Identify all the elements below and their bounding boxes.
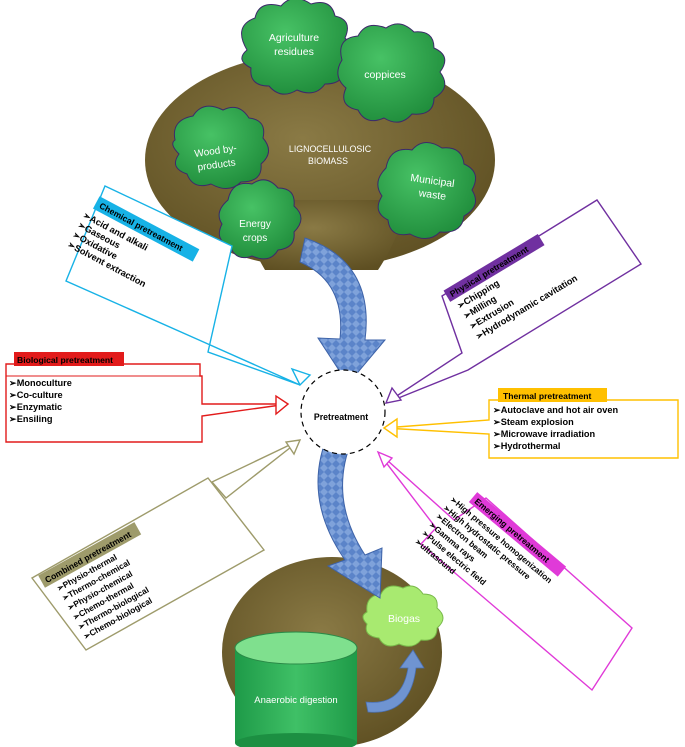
flow-arrow-pretreatment-to-digestion <box>317 429 383 599</box>
foliage-agriculture: Agriculture residues <box>241 0 352 95</box>
thermal-item-4: ➢Hydrothermal <box>493 441 560 451</box>
biological-title: Biological pretreatment <box>17 355 113 365</box>
thermal-item-3: ➢Microwave irradiation <box>493 429 596 439</box>
pretreatment-label: Pretreatment <box>314 412 368 422</box>
digester-label: Anaerobic digestion <box>254 695 337 706</box>
biomass-label: LIGNOCELLULOSIC <box>289 144 372 154</box>
thermal-pretreatment-callout: Thermal pretreatment ➢Autoclave and hot … <box>382 388 679 459</box>
biological-pretreatment-callout: Biological pretreatment ➢Monoculture ➢Co… <box>5 352 290 443</box>
chemical-title-bar <box>92 196 200 262</box>
source-label-coppices: coppices <box>364 69 405 81</box>
source-label-agriculture-2: residues <box>274 46 314 58</box>
biological-title-bar <box>14 352 124 366</box>
source-label-wood-2: products <box>197 157 237 173</box>
biomass-tree: Agriculture residues coppices Wood by- p… <box>145 0 495 270</box>
thermal-item-1: ➢Autoclave and hot air oven <box>493 405 619 415</box>
source-label-municipal-2: waste <box>417 187 447 203</box>
source-label-energy-2: crops <box>243 233 267 244</box>
biomass-label-2: BIOMASS <box>308 156 348 166</box>
thermal-item-2: ➢Steam explosion <box>493 417 574 427</box>
biological-item-3: ➢Enzymatic <box>9 402 62 412</box>
biological-item-4: ➢Ensiling <box>9 414 52 424</box>
biogas-curved-arrow <box>365 649 425 713</box>
source-label-energy: Energy <box>239 219 271 230</box>
combined-title-bar <box>38 522 142 588</box>
source-label-agriculture: Agriculture <box>269 32 319 44</box>
thermal-title-bar <box>498 388 607 402</box>
biological-item-1: ➢Monoculture <box>9 378 72 388</box>
foliage-municipal: Municipal waste <box>377 142 477 239</box>
biological-item-2: ➢Co-culture <box>9 390 63 400</box>
thermal-title: Thermal pretreatment <box>503 391 591 401</box>
foliage-wood: Wood by- products <box>172 105 269 189</box>
biogas-cloud: Biogas <box>362 585 444 647</box>
pretreatment-hub: Pretreatment <box>300 369 386 455</box>
foliage-coppices: coppices <box>337 23 446 123</box>
biogas-label: Biogas <box>388 613 420 625</box>
foliage-energy: Energy crops <box>218 179 302 260</box>
digester-tank: Anaerobic digestion <box>234 631 358 747</box>
digestion-area: Anaerobic digestion Biogas <box>222 557 444 747</box>
emerging-title-bar <box>468 492 567 577</box>
physical-title-bar <box>443 234 545 302</box>
